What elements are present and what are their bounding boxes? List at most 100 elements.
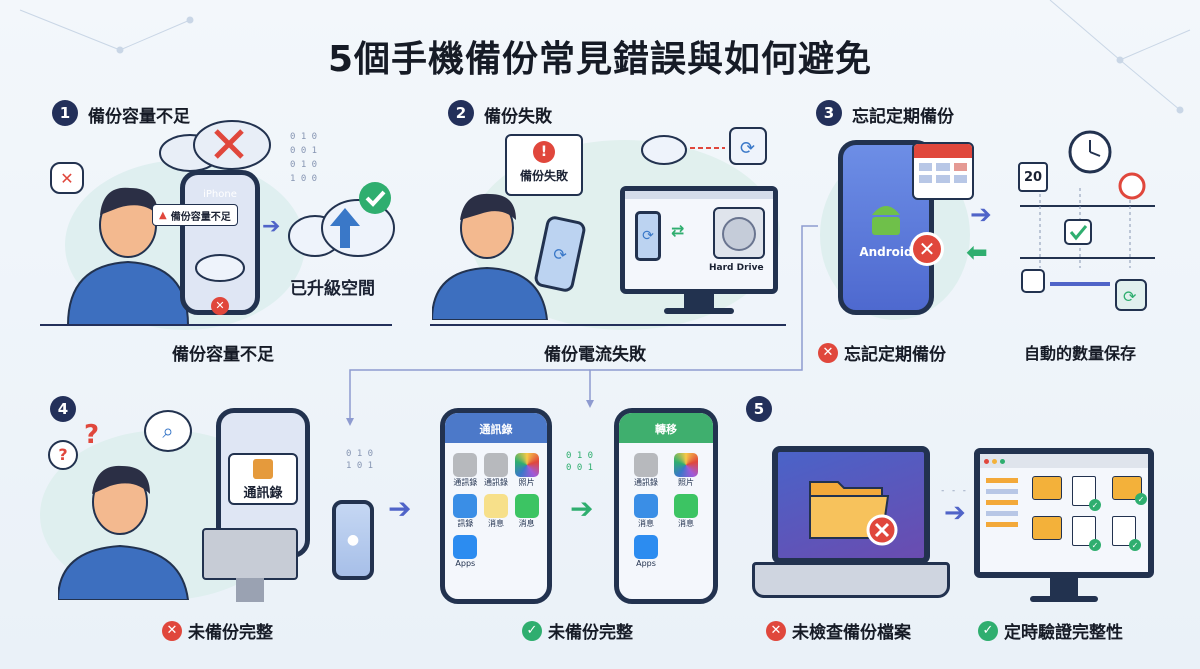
- phone-a-app-grid: 通訊錄 通訊錄 照片 訊錄 消息 消息 Apps: [445, 443, 547, 578]
- monitor-phone-icon: ⟳: [635, 211, 661, 261]
- section-3-number: 3: [816, 100, 842, 126]
- section-1-number: 1: [52, 100, 78, 126]
- x-circle-icon-2: ✕: [162, 620, 182, 641]
- warning-icon: ▲: [159, 209, 167, 221]
- desktop-monitor: ⟳ ⇄ Hard Drive: [620, 186, 778, 294]
- app-contacts-b: 通訊錄: [627, 453, 665, 488]
- verified-doc-icon: ✓: [1072, 476, 1101, 511]
- monitor-base-2: [1030, 596, 1098, 602]
- svg-text:⟳: ⟳: [1123, 287, 1137, 306]
- laptop-keyboard: [752, 562, 950, 598]
- folder-error-icon: [809, 481, 898, 546]
- x-circle-icon: ✕: [818, 342, 838, 363]
- section-5-number: 5: [746, 396, 772, 422]
- section-2-caption: 備份電流失敗: [544, 345, 646, 365]
- app-notes: 消息: [482, 494, 511, 529]
- section-3-caption-good: 自動的數量保存: [1024, 344, 1137, 363]
- android-icon: [872, 206, 900, 235]
- section-2-title: 備份失敗: [484, 107, 552, 127]
- laptop-screen: [772, 446, 930, 564]
- arrow-right-icon: ➔: [262, 214, 281, 239]
- storage-alert: ▲ 備份容量不足: [152, 204, 238, 226]
- section-3-title: 忘記定期備份: [852, 107, 954, 127]
- schedule-timeline: ⟳: [1020, 130, 1155, 311]
- arrow-left-icon: ⬅: [966, 238, 988, 268]
- confused-person-icon: [58, 465, 190, 600]
- app-contacts-1: 通訊錄: [451, 453, 480, 488]
- app-store-b: Apps: [627, 535, 665, 568]
- worried-person-icon: [66, 187, 190, 325]
- section-4-caption-bad: ✕ 未備份完整: [162, 618, 273, 643]
- section-5-caption-bad: ✕ 未檢查備份檔案: [766, 618, 911, 643]
- phone-contacts: 通訊錄 通訊錄 通訊錄 照片 訊錄 消息 消息 Apps: [440, 408, 552, 604]
- transfer-arrows-icon: ⇄: [671, 221, 685, 240]
- phone-b-app-grid: 通訊錄 照片 消息 消息 Apps: [619, 443, 713, 578]
- verification-monitor: ✓ ✓ ✓ ✓: [974, 448, 1154, 578]
- folder-icon-2: [1032, 516, 1062, 540]
- question-bubble-icon: ?: [48, 440, 78, 470]
- section-4-number: 4: [50, 396, 76, 422]
- app-messages-b: 消息: [667, 494, 705, 529]
- contacts-book-icon: [253, 459, 273, 479]
- section-5-caption-good: ✓ 定時驗證完整性: [978, 618, 1123, 643]
- upgrade-label: 已升級空間: [290, 279, 375, 299]
- hard-drive-label: Hard Drive: [709, 263, 764, 273]
- calendar-day-icon: 20: [1018, 162, 1048, 192]
- cloud-icon: [195, 254, 245, 282]
- monitor-stand: [684, 294, 714, 310]
- arrow-right-icon-2: ➔: [970, 200, 992, 230]
- phone-b-title: 轉移: [619, 413, 713, 443]
- section-4-caption-good: ✓ 未備份完整: [522, 618, 633, 643]
- x-circle-icon-3: ✕: [766, 620, 786, 641]
- monitor-base: [664, 308, 734, 314]
- check-circle-icon: ✓: [522, 620, 542, 641]
- contacts-label: 通訊錄: [243, 486, 283, 501]
- section-1-baseline: [40, 324, 392, 326]
- phone-transfer: 轉移 通訊錄 照片 消息 消息 Apps: [614, 408, 718, 604]
- phone-a-title: 通訊錄: [445, 413, 547, 443]
- backup-failed-text: 備份失敗: [519, 169, 568, 183]
- arrow-right-icon-4: ➔: [570, 492, 594, 525]
- arrow-right-icon-5: ➔: [944, 498, 966, 528]
- folder-icon: [1032, 476, 1062, 500]
- verified-folder-icon: ✓: [1112, 476, 1147, 505]
- flow-connector: [346, 225, 818, 426]
- cloud-sync-icon: ⟳: [641, 127, 767, 165]
- verified-doc-icon-3: ✓: [1112, 516, 1141, 551]
- iphone-storage-phone: iPhone ✕: [180, 170, 260, 315]
- imac-base: [202, 528, 298, 580]
- page-title: 5個手機備份常見錯誤與如何避免: [327, 39, 873, 80]
- question-mark-icon: ?: [84, 420, 100, 450]
- cloud-upload-icon: [288, 182, 395, 257]
- section-1-title: 備份容量不足: [88, 107, 190, 127]
- speech-bubble-x-icon: ✕: [50, 162, 84, 194]
- search-icon: ⌕: [144, 410, 192, 452]
- android-label: Android: [859, 245, 913, 259]
- arrow-right-icon-3: ➔: [388, 492, 412, 525]
- section-2-baseline: [430, 324, 786, 326]
- app-messages: 消息: [512, 494, 541, 529]
- svg-text:⟳: ⟳: [740, 138, 755, 159]
- section-2-number: 2: [448, 100, 474, 126]
- section-3-caption-bad: ✕ 忘記定期備份: [818, 340, 946, 365]
- cloud-error-icon: [159, 120, 271, 172]
- storage-alert-text: 備份容量不足: [170, 211, 231, 223]
- hard-drive-icon: [713, 207, 765, 259]
- backup-failed-bubble: ! 備份失敗: [505, 134, 583, 196]
- imac-stand: [236, 578, 264, 602]
- dotted-transfer-line: - - - -: [940, 486, 978, 496]
- person-holding-phone-icon: [432, 193, 549, 320]
- small-iphone: ●: [332, 500, 374, 580]
- section-1-caption: 備份容量不足: [172, 345, 274, 365]
- app-mail-b: 消息: [627, 494, 665, 529]
- app-photos: 照片: [512, 453, 541, 488]
- android-error-icon: ✕: [910, 232, 944, 266]
- iphone-label: iPhone: [203, 189, 237, 200]
- app-mail: 訊錄: [451, 494, 480, 529]
- app-store: Apps: [451, 535, 480, 568]
